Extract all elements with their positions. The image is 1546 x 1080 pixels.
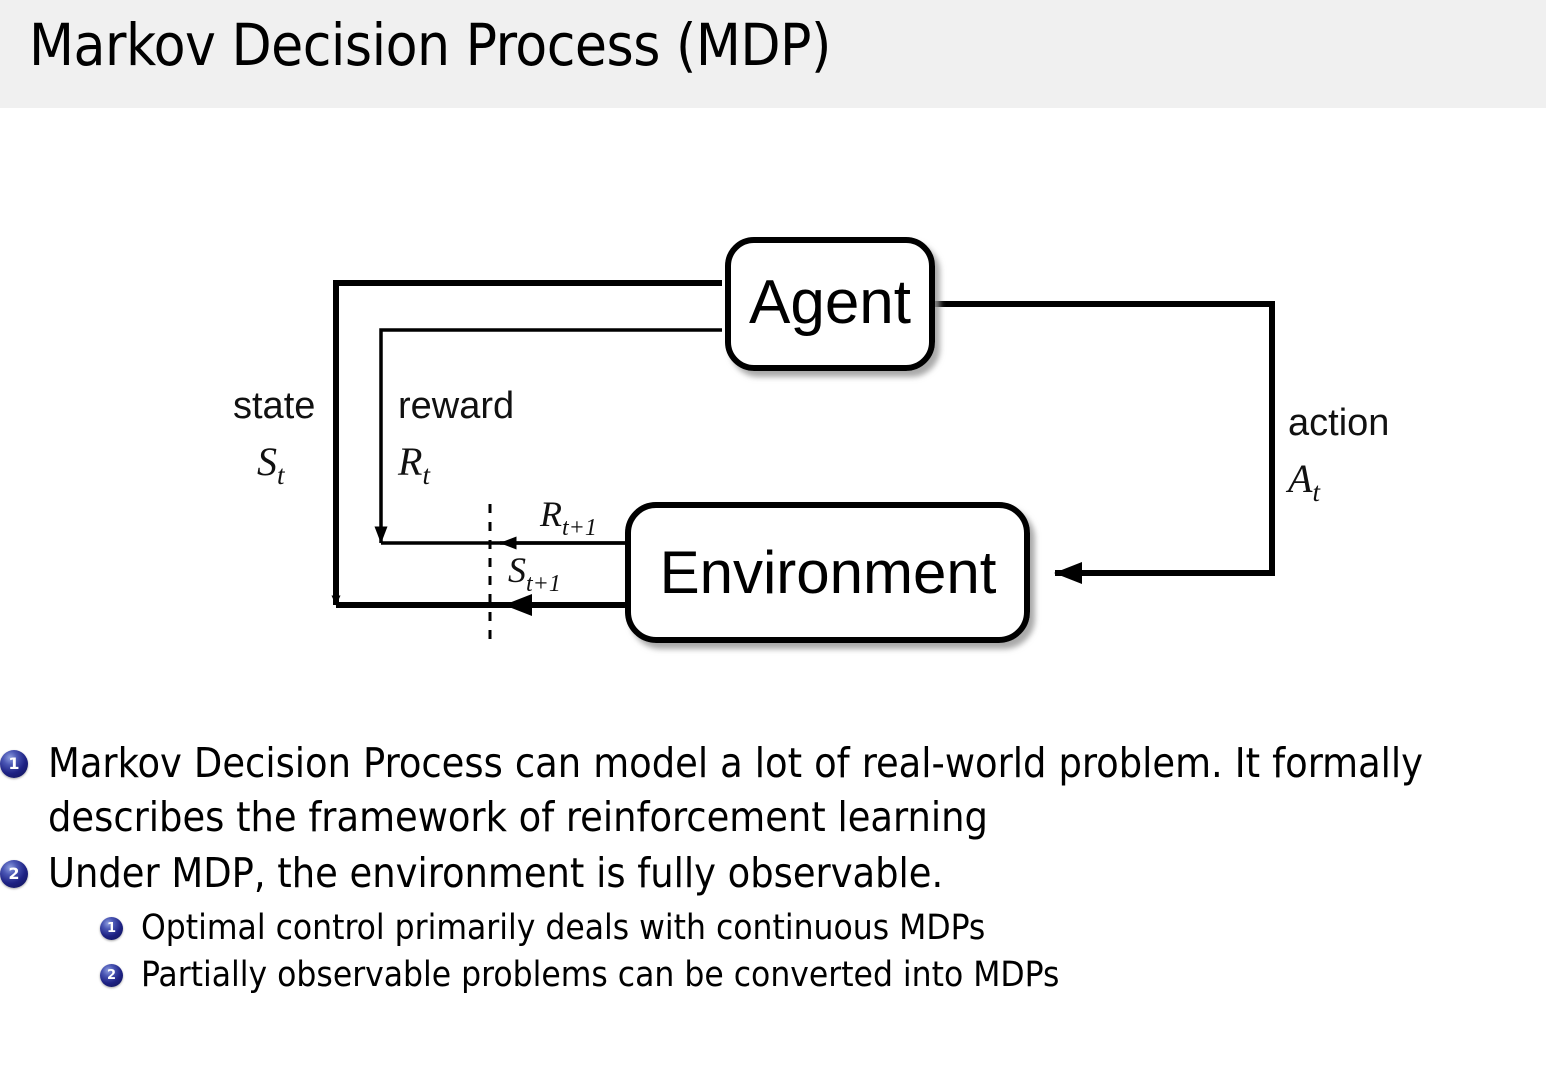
state-next-label: St+1	[508, 550, 561, 597]
agent-node	[725, 237, 935, 371]
sub-list-item: 2 Partially observable problems can be c…	[100, 953, 1546, 999]
bullet-marker-2: 2	[0, 860, 28, 889]
state-label-symbol: St	[257, 439, 286, 490]
reward-next-label: Rt+1	[539, 494, 597, 541]
action-label-word: action	[1288, 402, 1389, 444]
page-title: Markov Decision Process (MDP)	[29, 11, 831, 79]
sub-bullet-marker-2: 2	[100, 963, 123, 987]
list-item: 2 Under MDP, the environment is fully ob…	[0, 846, 1546, 998]
sub-bullet-list: 1 Optimal control primarily deals with c…	[100, 906, 1546, 998]
environment-node	[625, 502, 1030, 643]
sub-list-item: 1 Optimal control primarily deals with c…	[100, 906, 1546, 952]
action-label-symbol: At	[1285, 456, 1321, 507]
sub-bullet-marker-1: 1	[100, 917, 123, 941]
environment-node-label: Environment	[660, 539, 997, 606]
reward-feedback-path	[374, 328, 722, 544]
action-path	[932, 301, 1275, 584]
agent-node-label: Agent	[749, 268, 911, 337]
bullet-text-2: Under MDP, the environment is fully obse…	[48, 849, 944, 898]
reward-label-word: reward	[398, 385, 514, 427]
state-label-word: state	[233, 385, 315, 427]
sub-bullet-text-2: Partially observable problems can be con…	[141, 954, 1060, 995]
bullet-list: 1 Markov Decision Process can model a lo…	[0, 736, 1546, 1000]
bullet-text-1: Markov Decision Process can model a lot …	[48, 739, 1423, 842]
bullet-marker-1: 1	[0, 750, 28, 778]
mdp-diagram: Agent Environment state St reward Rt act…	[0, 108, 1546, 708]
slide-header-band	[0, 0, 1546, 108]
state-feedback-path	[331, 280, 722, 606]
sub-bullet-text-1: Optimal control primarily deals with con…	[141, 908, 986, 949]
list-item: 1 Markov Decision Process can model a lo…	[0, 736, 1546, 844]
reward-label-symbol: Rt	[397, 439, 431, 490]
